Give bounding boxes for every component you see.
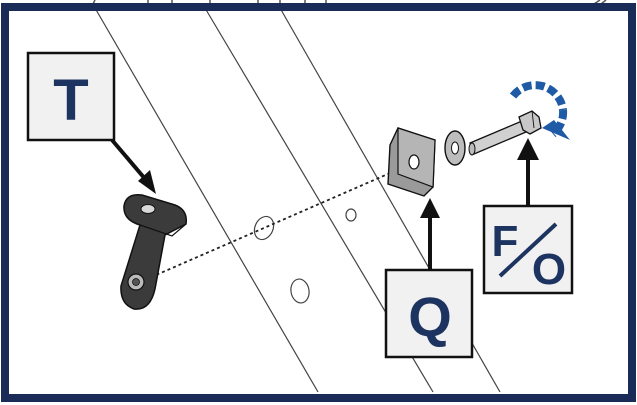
rail-hole-lower xyxy=(290,278,310,304)
rail-holes xyxy=(253,208,357,304)
callout-slash xyxy=(498,222,558,278)
callout-box-t: T xyxy=(26,51,116,142)
callout-label-t: T xyxy=(53,68,88,133)
callout-box-q: Q xyxy=(384,268,474,359)
diagram-border xyxy=(1,3,636,402)
callout-label-o: O xyxy=(532,245,566,294)
arrow-to-bracket xyxy=(110,138,148,182)
bracket-part xyxy=(120,193,188,310)
callout-box-fo: F O xyxy=(482,204,574,295)
washer-part xyxy=(444,130,466,166)
square-plate-part xyxy=(387,127,436,197)
alignment-line xyxy=(139,159,421,283)
callout-arrows xyxy=(110,138,539,270)
rail-hole-large xyxy=(253,215,275,241)
callout-label-f: F xyxy=(492,217,519,266)
callout-label-q: Q xyxy=(408,285,452,348)
bolt-part xyxy=(468,110,542,156)
tighten-rotation-icon xyxy=(509,81,570,140)
rail-hole-small xyxy=(345,208,357,222)
